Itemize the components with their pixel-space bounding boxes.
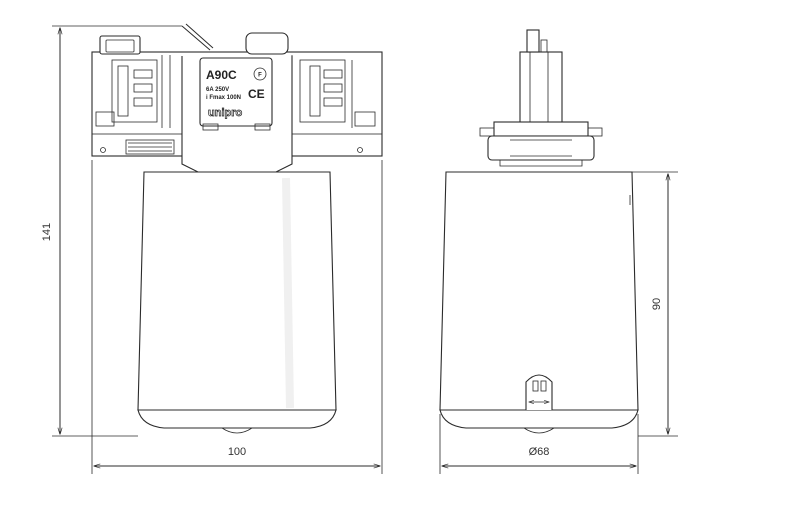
side-view: 90 Ø68 bbox=[439, 29, 678, 474]
label-fmax: i Fmax 100N bbox=[206, 95, 241, 101]
luminaire-body-side bbox=[439, 171, 639, 434]
luminaire-body-front bbox=[137, 171, 337, 434]
dimension-label-141: 141 bbox=[41, 223, 53, 241]
track-adapter-side bbox=[479, 29, 603, 167]
clip-icon bbox=[525, 374, 553, 410]
label-model: A90C bbox=[206, 68, 237, 82]
dimension-diameter: Ø68 bbox=[439, 414, 639, 474]
product-label: A90C F 6A 250V i Fmax 100N CE unipro bbox=[199, 57, 273, 131]
front-view: A90C F 6A 250V i Fmax 100N CE unipro 141 bbox=[41, 23, 383, 474]
dimension-height-total: 141 bbox=[41, 25, 182, 437]
dimension-width-front: 100 bbox=[91, 160, 383, 474]
label-rating: 6A 250V bbox=[206, 87, 229, 93]
dimension-label-100: 100 bbox=[228, 446, 246, 458]
dimension-label-diameter: Ø68 bbox=[529, 446, 550, 458]
label-brand: unipro bbox=[208, 107, 242, 119]
ce-mark-icon: CE bbox=[248, 87, 265, 101]
certification-mark-icon: F bbox=[258, 73, 262, 79]
dimension-height-body: 90 bbox=[632, 171, 678, 437]
dimension-label-90: 90 bbox=[651, 298, 663, 310]
